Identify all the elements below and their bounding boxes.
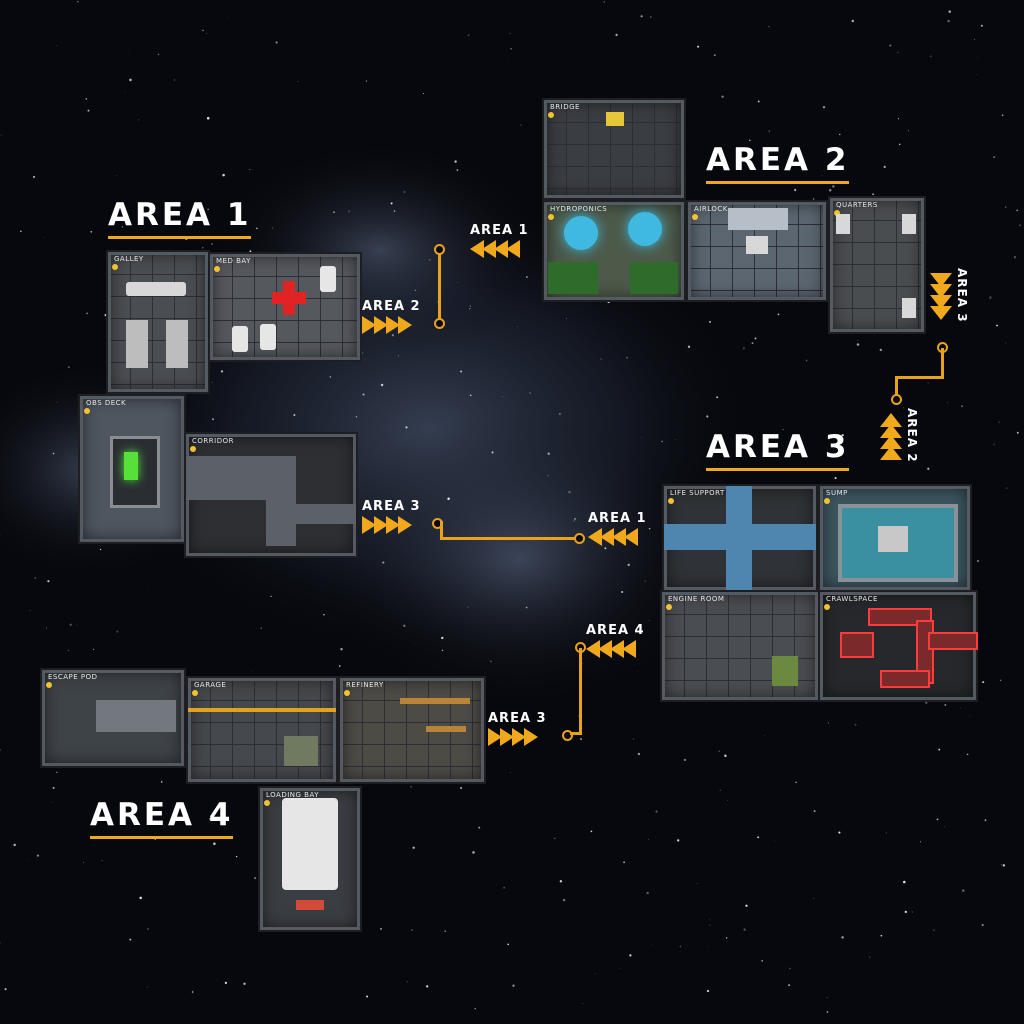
room-label: BRIDGE (550, 103, 580, 111)
portal-area3-from-area1[interactable]: AREA 1 (588, 512, 647, 546)
connector-line (579, 648, 582, 732)
portal-area2-to-area3[interactable]: AREA 3 (930, 268, 969, 323)
portal-area4-to-area3[interactable]: AREA 3 (488, 712, 547, 746)
connector-line (438, 250, 441, 320)
room-corridor[interactable]: CORRIDOR (184, 432, 358, 558)
room-label: AIRLOCK (694, 205, 728, 213)
connector-node (574, 533, 585, 544)
room-label: GALLEY (114, 255, 144, 263)
area-2-title: AREA 2 (706, 145, 850, 184)
marker-icon (46, 682, 52, 688)
room-bridge[interactable]: BRIDGE (542, 98, 686, 200)
room-label: REFINERY (346, 681, 384, 689)
room-label: ENGINE ROOM (668, 595, 725, 603)
marker-icon (824, 498, 830, 504)
area-1-title: AREA 1 (108, 200, 252, 239)
room-label: OBS DECK (86, 399, 127, 407)
room-label: GARAGE (194, 681, 227, 689)
room-med-bay[interactable]: MED BAY (208, 252, 362, 362)
marker-icon (344, 690, 350, 696)
marker-icon (824, 604, 830, 610)
marker-icon (84, 408, 90, 414)
connector-line (895, 376, 944, 379)
room-label: ESCAPE POD (48, 673, 98, 681)
marker-icon (190, 446, 196, 452)
connector-node (562, 730, 573, 741)
chevron-up-icon (880, 413, 902, 461)
room-crawlspace[interactable]: CRAWLSPACE (818, 590, 978, 702)
portal-area1-to-area3[interactable]: AREA 3 (362, 500, 421, 534)
room-label: CRAWLSPACE (826, 595, 878, 603)
room-hydroponics[interactable]: HYDROPONICS (542, 200, 686, 302)
connector-line (895, 376, 898, 398)
room-label: CORRIDOR (192, 437, 234, 445)
portal-area3-to-area4[interactable]: AREA 4 (586, 624, 645, 658)
portal-area2-from-area1[interactable]: AREA 1 (470, 224, 529, 258)
marker-icon (214, 266, 220, 272)
connector-node (891, 394, 902, 405)
room-galley[interactable]: GALLEY (106, 250, 210, 394)
room-label: LOADING BAY (266, 791, 319, 799)
room-label: QUARTERS (836, 201, 878, 209)
marker-icon (668, 498, 674, 504)
connector-line (570, 732, 582, 735)
room-quarters[interactable]: QUARTERS (828, 196, 926, 334)
marker-icon (692, 214, 698, 220)
room-label: MED BAY (216, 257, 251, 265)
marker-icon (264, 800, 270, 806)
room-sump[interactable]: SUMP (818, 484, 972, 592)
portal-area1-to-area2[interactable]: AREA 2 (362, 300, 421, 334)
marker-icon (834, 210, 840, 216)
chevron-left-icon (470, 240, 520, 258)
connector-line (941, 348, 944, 378)
marker-icon (548, 214, 554, 220)
chevron-down-icon (930, 273, 952, 321)
marker-icon (192, 690, 198, 696)
room-label: SUMP (826, 489, 848, 497)
chevron-right-icon (362, 516, 412, 534)
chevron-left-icon (588, 528, 638, 546)
room-label: HYDROPONICS (550, 205, 608, 213)
chevron-left-icon (586, 640, 636, 658)
marker-icon (548, 112, 554, 118)
room-garage[interactable]: GARAGE (186, 676, 338, 784)
connector-node (434, 244, 445, 255)
room-obs-deck[interactable]: OBS DECK (78, 394, 186, 544)
area-4-title: AREA 4 (90, 800, 234, 839)
chevron-right-icon (488, 728, 538, 746)
room-airlock[interactable]: AIRLOCK (686, 200, 828, 302)
connector-line (440, 537, 576, 540)
room-refinery[interactable]: REFINERY (338, 676, 486, 784)
marker-icon (112, 264, 118, 270)
room-loading-bay[interactable]: LOADING BAY (258, 786, 362, 932)
room-life-support[interactable]: LIFE SUPPORT (662, 484, 818, 592)
room-escape-pod[interactable]: ESCAPE POD (40, 668, 186, 768)
marker-icon (666, 604, 672, 610)
portal-area3-to-area2[interactable]: AREA 2 (880, 408, 919, 463)
connector-line (440, 521, 443, 539)
chevron-right-icon (362, 316, 412, 334)
room-engine-room[interactable]: ENGINE ROOM (660, 590, 820, 702)
room-label: LIFE SUPPORT (670, 489, 725, 497)
area-3-title: AREA 3 (706, 432, 850, 471)
